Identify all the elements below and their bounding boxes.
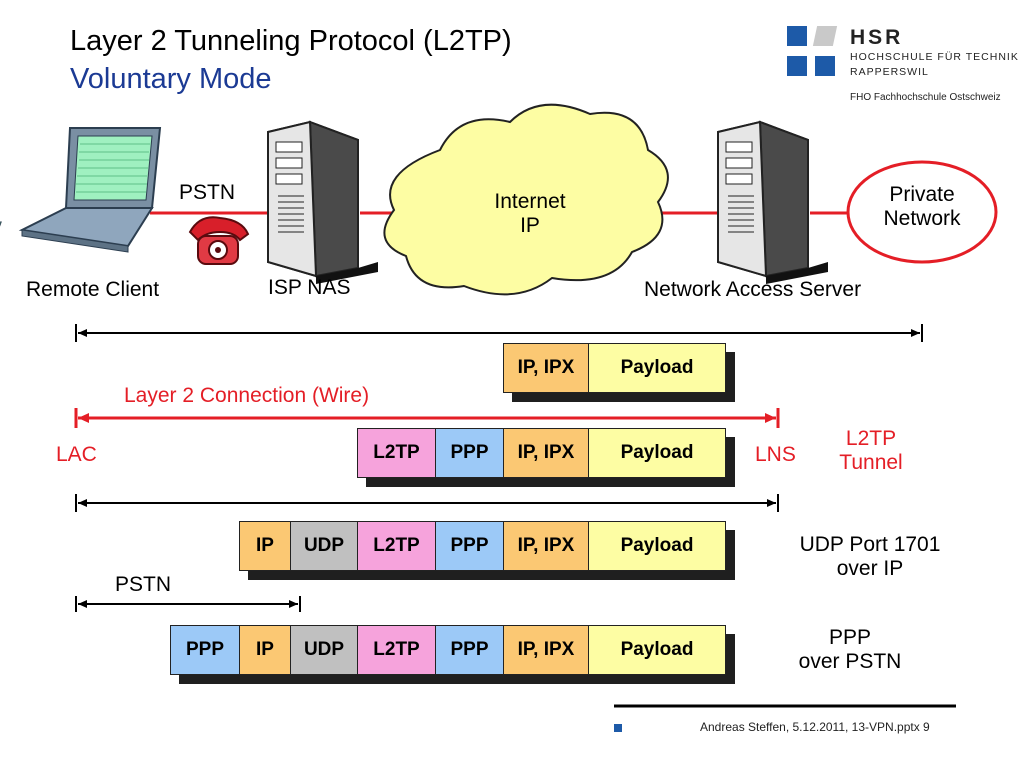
logo-line-3: FHO Fachhochschule Ostschweiz	[850, 92, 1001, 103]
isp-nas-server-icon	[267, 120, 378, 284]
span-pstn	[75, 596, 301, 612]
cloud-line-1: Internet	[494, 190, 566, 213]
field-udp: UDP	[291, 626, 358, 674]
lns-label: LNS	[755, 443, 796, 466]
pstn-link-label: PSTN	[179, 181, 236, 204]
field-payload: Payload	[589, 344, 725, 392]
field-ppp: PPP	[436, 626, 504, 674]
frame-ip-payload: IP, IPX Payload	[503, 343, 726, 393]
field-l2tp: L2TP	[358, 626, 436, 674]
nas-label: Network Access Server	[644, 278, 862, 301]
ppp-over-pstn-label: PPP over PSTN	[780, 626, 920, 674]
field-payload: Payload	[589, 522, 725, 570]
ppp-line-2: over PSTN	[798, 650, 902, 673]
frame-ppp-pstn: PPP IP UDP L2TP PPP IP, IPX Payload	[170, 625, 726, 675]
logo-line-2: RAPPERSWIL	[850, 66, 929, 78]
field-ip: IP	[240, 626, 291, 674]
layer2-connection-label: Layer 2 Connection (Wire)	[124, 384, 370, 407]
frame-l2tp: L2TP PPP IP, IPX Payload	[357, 428, 726, 478]
ppp-line-1: PPP	[828, 626, 872, 649]
field-payload: Payload	[589, 626, 725, 674]
span-layer2	[74, 408, 780, 428]
private-line-2: Network	[883, 207, 961, 230]
udp-line-1: UDP Port 1701	[799, 533, 941, 556]
slide-title: Layer 2 Tunneling Protocol (L2TP)	[70, 25, 512, 57]
private-network-ellipse	[846, 160, 998, 264]
slide-subtitle: Voluntary Mode	[70, 63, 272, 95]
logo-square-icon	[787, 26, 807, 46]
field-ip: IP	[240, 522, 291, 570]
field-payload: Payload	[589, 429, 725, 477]
frame-udp-ip: IP UDP L2TP PPP IP, IPX Payload	[239, 521, 726, 571]
tunnel-line-2: Tunnel	[839, 451, 903, 474]
field-l2tp: L2TP	[358, 429, 436, 477]
udp-line-2: over IP	[836, 557, 904, 580]
field-l2tp: L2TP	[358, 522, 436, 570]
logo-name: HSR	[850, 26, 904, 49]
udp-port-label: UDP Port 1701 over IP	[782, 533, 958, 581]
private-line-1: Private	[889, 183, 955, 206]
internet-cloud-icon	[383, 103, 669, 296]
telephone-icon	[188, 216, 250, 265]
network-access-server-icon	[717, 120, 828, 284]
lac-label: LAC	[56, 443, 97, 466]
isp-nas-label: ISP NAS	[268, 276, 351, 299]
logo-line-1: HOCHSCHULE FÜR TECHNIK	[850, 51, 1019, 63]
field-ip-ipx: IP, IPX	[504, 522, 589, 570]
laptop-icon	[0, 127, 162, 253]
field-ppp: PPP	[436, 429, 504, 477]
logo-square-icon	[815, 56, 835, 76]
footer-bullet-icon	[614, 724, 622, 732]
field-ip-ipx: IP, IPX	[504, 344, 589, 392]
tunnel-line-1: L2TP	[845, 427, 897, 450]
field-ppp: PPP	[436, 522, 504, 570]
pstn-span-label: PSTN	[115, 573, 172, 596]
field-udp: UDP	[291, 522, 358, 570]
span-end-to-end	[75, 324, 923, 342]
l2tp-tunnel-label: L2TP Tunnel	[826, 427, 916, 475]
cloud-line-2: IP	[520, 214, 540, 237]
private-network-label: Private Network	[858, 183, 986, 231]
field-ip-ipx: IP, IPX	[504, 429, 589, 477]
field-ip-ipx: IP, IPX	[504, 626, 589, 674]
span-udp	[75, 494, 779, 512]
remote-client-label: Remote Client	[26, 278, 160, 301]
internet-cloud-label: Internet IP	[470, 190, 590, 238]
logo-square-icon	[787, 56, 807, 76]
field-ppp-outer: PPP	[171, 626, 240, 674]
footer-text: Andreas Steffen, 5.12.2011, 13-VPN.pptx …	[700, 720, 930, 734]
